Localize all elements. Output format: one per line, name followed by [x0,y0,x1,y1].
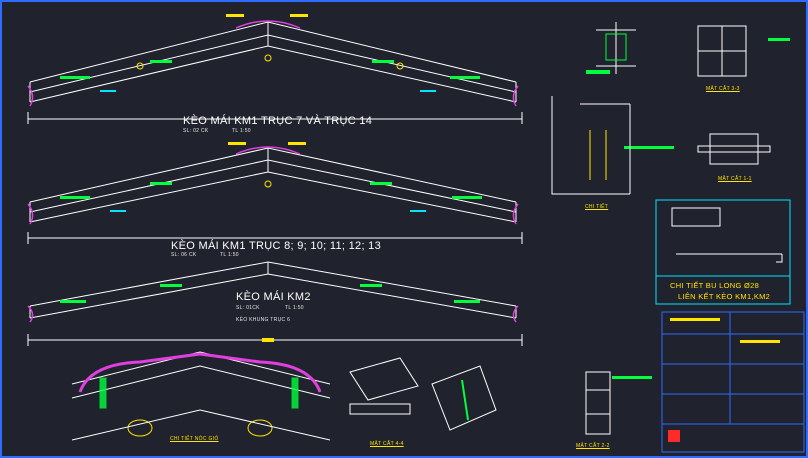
section-2-2 [585,371,652,435]
truss-3-quantity: SL: 01CK [236,305,260,311]
bolt-detail-elevation [551,96,631,195]
truss-1-scale: TL 1:50 [232,128,251,134]
section-1-1 [624,133,771,165]
bolt-box-line-2: LIÊN KẾT KÈO KM1,KM2 [678,292,771,301]
truss-2-scale: TL 1:50 [220,252,239,258]
bolt-box [655,199,791,305]
truss-km2 [27,261,523,346]
truss-1-title: KÈO MÁI KM1 TRỤC 7 VÀ TRỤC 14 [183,115,373,127]
truss-1-quantity: SL: 02 CK [183,128,209,134]
joint-detail-top [586,22,636,74]
connection-detail [431,365,497,431]
truss-2-quantity: SL: 06 CK [171,252,197,258]
section-4-4-caption: MẶT CẮT 4-4 [370,441,404,447]
bolt-box-line-1: CHI TIẾT BU LONG Ø28 [670,281,760,290]
ridge-detail [71,351,331,441]
truss-1-annotations [27,14,519,107]
section-4-4 [349,357,419,415]
title-block [661,311,805,453]
truss-3-note: KÈO KHUNG TRỤC 6 [236,317,291,323]
section-2-2-caption: MẶT CẮT 2-2 [576,443,610,449]
section-3-3-caption: MẶT CẮT 3-3 [706,86,740,92]
truss-km1-axis-8-13 [27,147,523,244]
truss-3-title: KÈO MÁI KM2 [236,291,311,303]
truss-3-scale: TL 1:50 [285,305,304,311]
detail-caption: CHI TIẾT [585,204,609,210]
truss-km1-axis-7-14 [27,21,523,124]
truss-3-annotations [27,284,519,342]
truss-2-annotations [27,142,519,225]
truss-2-title: KÈO MÁI KM1 TRỤC 8; 9; 10; 11; 12; 13 [171,240,382,252]
section-3-3 [697,25,790,77]
ridge-detail-caption: CHI TIẾT NÓC GIÓ [170,436,219,442]
section-1-1-caption: MẶT CẮT 1-1 [718,176,752,182]
